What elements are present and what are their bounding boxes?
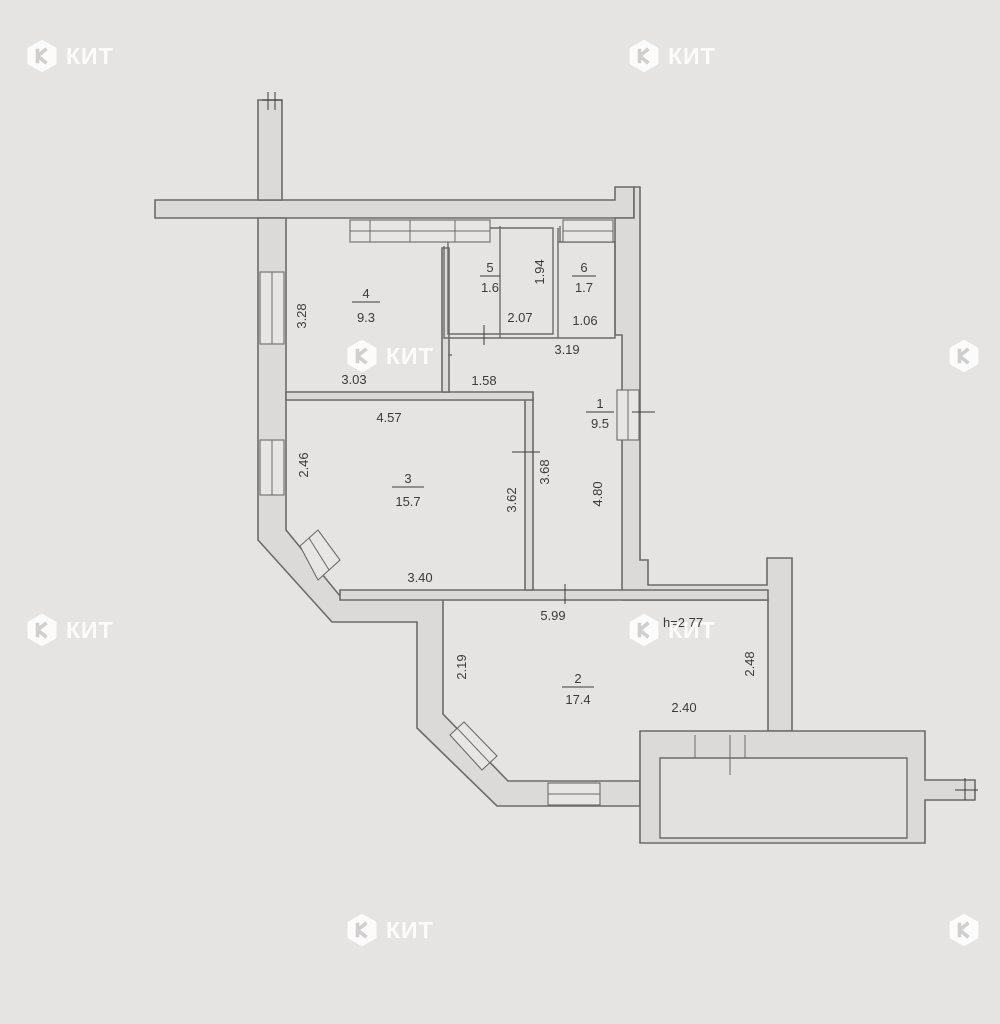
room-5-number: 5: [486, 260, 493, 275]
watermark-bottom-center: КИТ: [344, 912, 434, 948]
dimension-labels: 3.28 3.03 1.94 2.07 1.06 3.19 1.58 4.57 …: [294, 259, 757, 715]
wall-top-stub: [257, 99, 283, 201]
room-3-area: 15.7: [395, 494, 420, 509]
balcony-inner: [659, 757, 908, 839]
watermark-text: КИТ: [386, 916, 434, 943]
watermark-mid-left: КИТ: [24, 612, 114, 648]
watermark-text: КИТ: [66, 616, 114, 643]
watermark-text: КИТ: [668, 42, 716, 69]
walls: [154, 99, 976, 844]
watermark-mid-right: КИТ: [626, 612, 716, 648]
kit-hexagon-logo-icon: [27, 39, 57, 73]
dim-1-58: 1.58: [471, 373, 496, 388]
room5-inner: [443, 228, 559, 339]
dim-5-99: 5.99: [540, 608, 565, 623]
dim-3-19: 3.19: [554, 342, 579, 357]
wall-top-corridor: [154, 186, 635, 219]
dim-3-62: 3.62: [504, 487, 519, 512]
room-2-number: 2: [574, 671, 581, 686]
watermark-top-right: КИТ: [626, 38, 716, 74]
wall-mid-partition: [339, 589, 769, 601]
dim-3-68: 3.68: [537, 459, 552, 484]
watermark-text: КИТ: [386, 342, 434, 369]
ceiling-height: h=2.77: [663, 615, 703, 630]
kit-hexagon-logo-icon: [949, 339, 979, 373]
dim-4-57: 4.57: [376, 410, 401, 425]
dim-2-19: 2.19: [454, 654, 469, 679]
watermark-top-left: КИТ: [24, 38, 114, 74]
dim-3-40: 3.40: [407, 570, 432, 585]
wall-right-hall: [614, 186, 793, 732]
dim-1-06: 1.06: [572, 313, 597, 328]
dim-2-40: 2.40: [671, 700, 696, 715]
kit-hexagon-logo-icon: [629, 613, 659, 647]
dim-2-07: 2.07: [507, 310, 532, 325]
room-2-area: 17.4: [565, 692, 590, 707]
watermark-center: КИТ: [344, 338, 434, 374]
room-5-area: 1.6: [481, 280, 499, 295]
watermark-right-edge: [946, 338, 982, 374]
dim-3-28: 3.28: [294, 303, 309, 328]
dim-4-80: 4.80: [590, 481, 605, 506]
watermark-text: КИТ: [66, 42, 114, 69]
dim-3-03: 3.03: [341, 372, 366, 387]
dim-2-48: 2.48: [742, 651, 757, 676]
room5-outline: [447, 227, 554, 335]
kit-hexagon-logo-icon: [27, 613, 57, 647]
watermark-bottom-right-edge: [946, 912, 982, 948]
room-3-number: 3: [404, 471, 411, 486]
room-labels: 4 9.3 5 1.6 6 1.7 1 9.5 3 15.7 2 17.4: [352, 260, 614, 707]
room-6-area: 1.7: [575, 280, 593, 295]
room-4-number: 4: [362, 286, 369, 301]
room-1-area: 9.5: [591, 416, 609, 431]
room-6-number: 6: [580, 260, 587, 275]
windows: [259, 219, 746, 806]
kit-hexagon-logo-icon: [347, 913, 377, 947]
kit-hexagon-logo-icon: [629, 39, 659, 73]
watermark-text: КИТ: [668, 616, 716, 643]
room-1-number: 1: [596, 396, 603, 411]
marks: [262, 92, 978, 800]
dim-1-94: 1.94: [532, 259, 547, 284]
wall-room3-top: [285, 391, 534, 401]
dim-2-46: 2.46: [296, 452, 311, 477]
kit-hexagon-logo-icon: [347, 339, 377, 373]
room-4-area: 9.3: [357, 310, 375, 325]
kit-hexagon-logo-icon: [949, 913, 979, 947]
wall-room3-room1: [524, 397, 534, 591]
